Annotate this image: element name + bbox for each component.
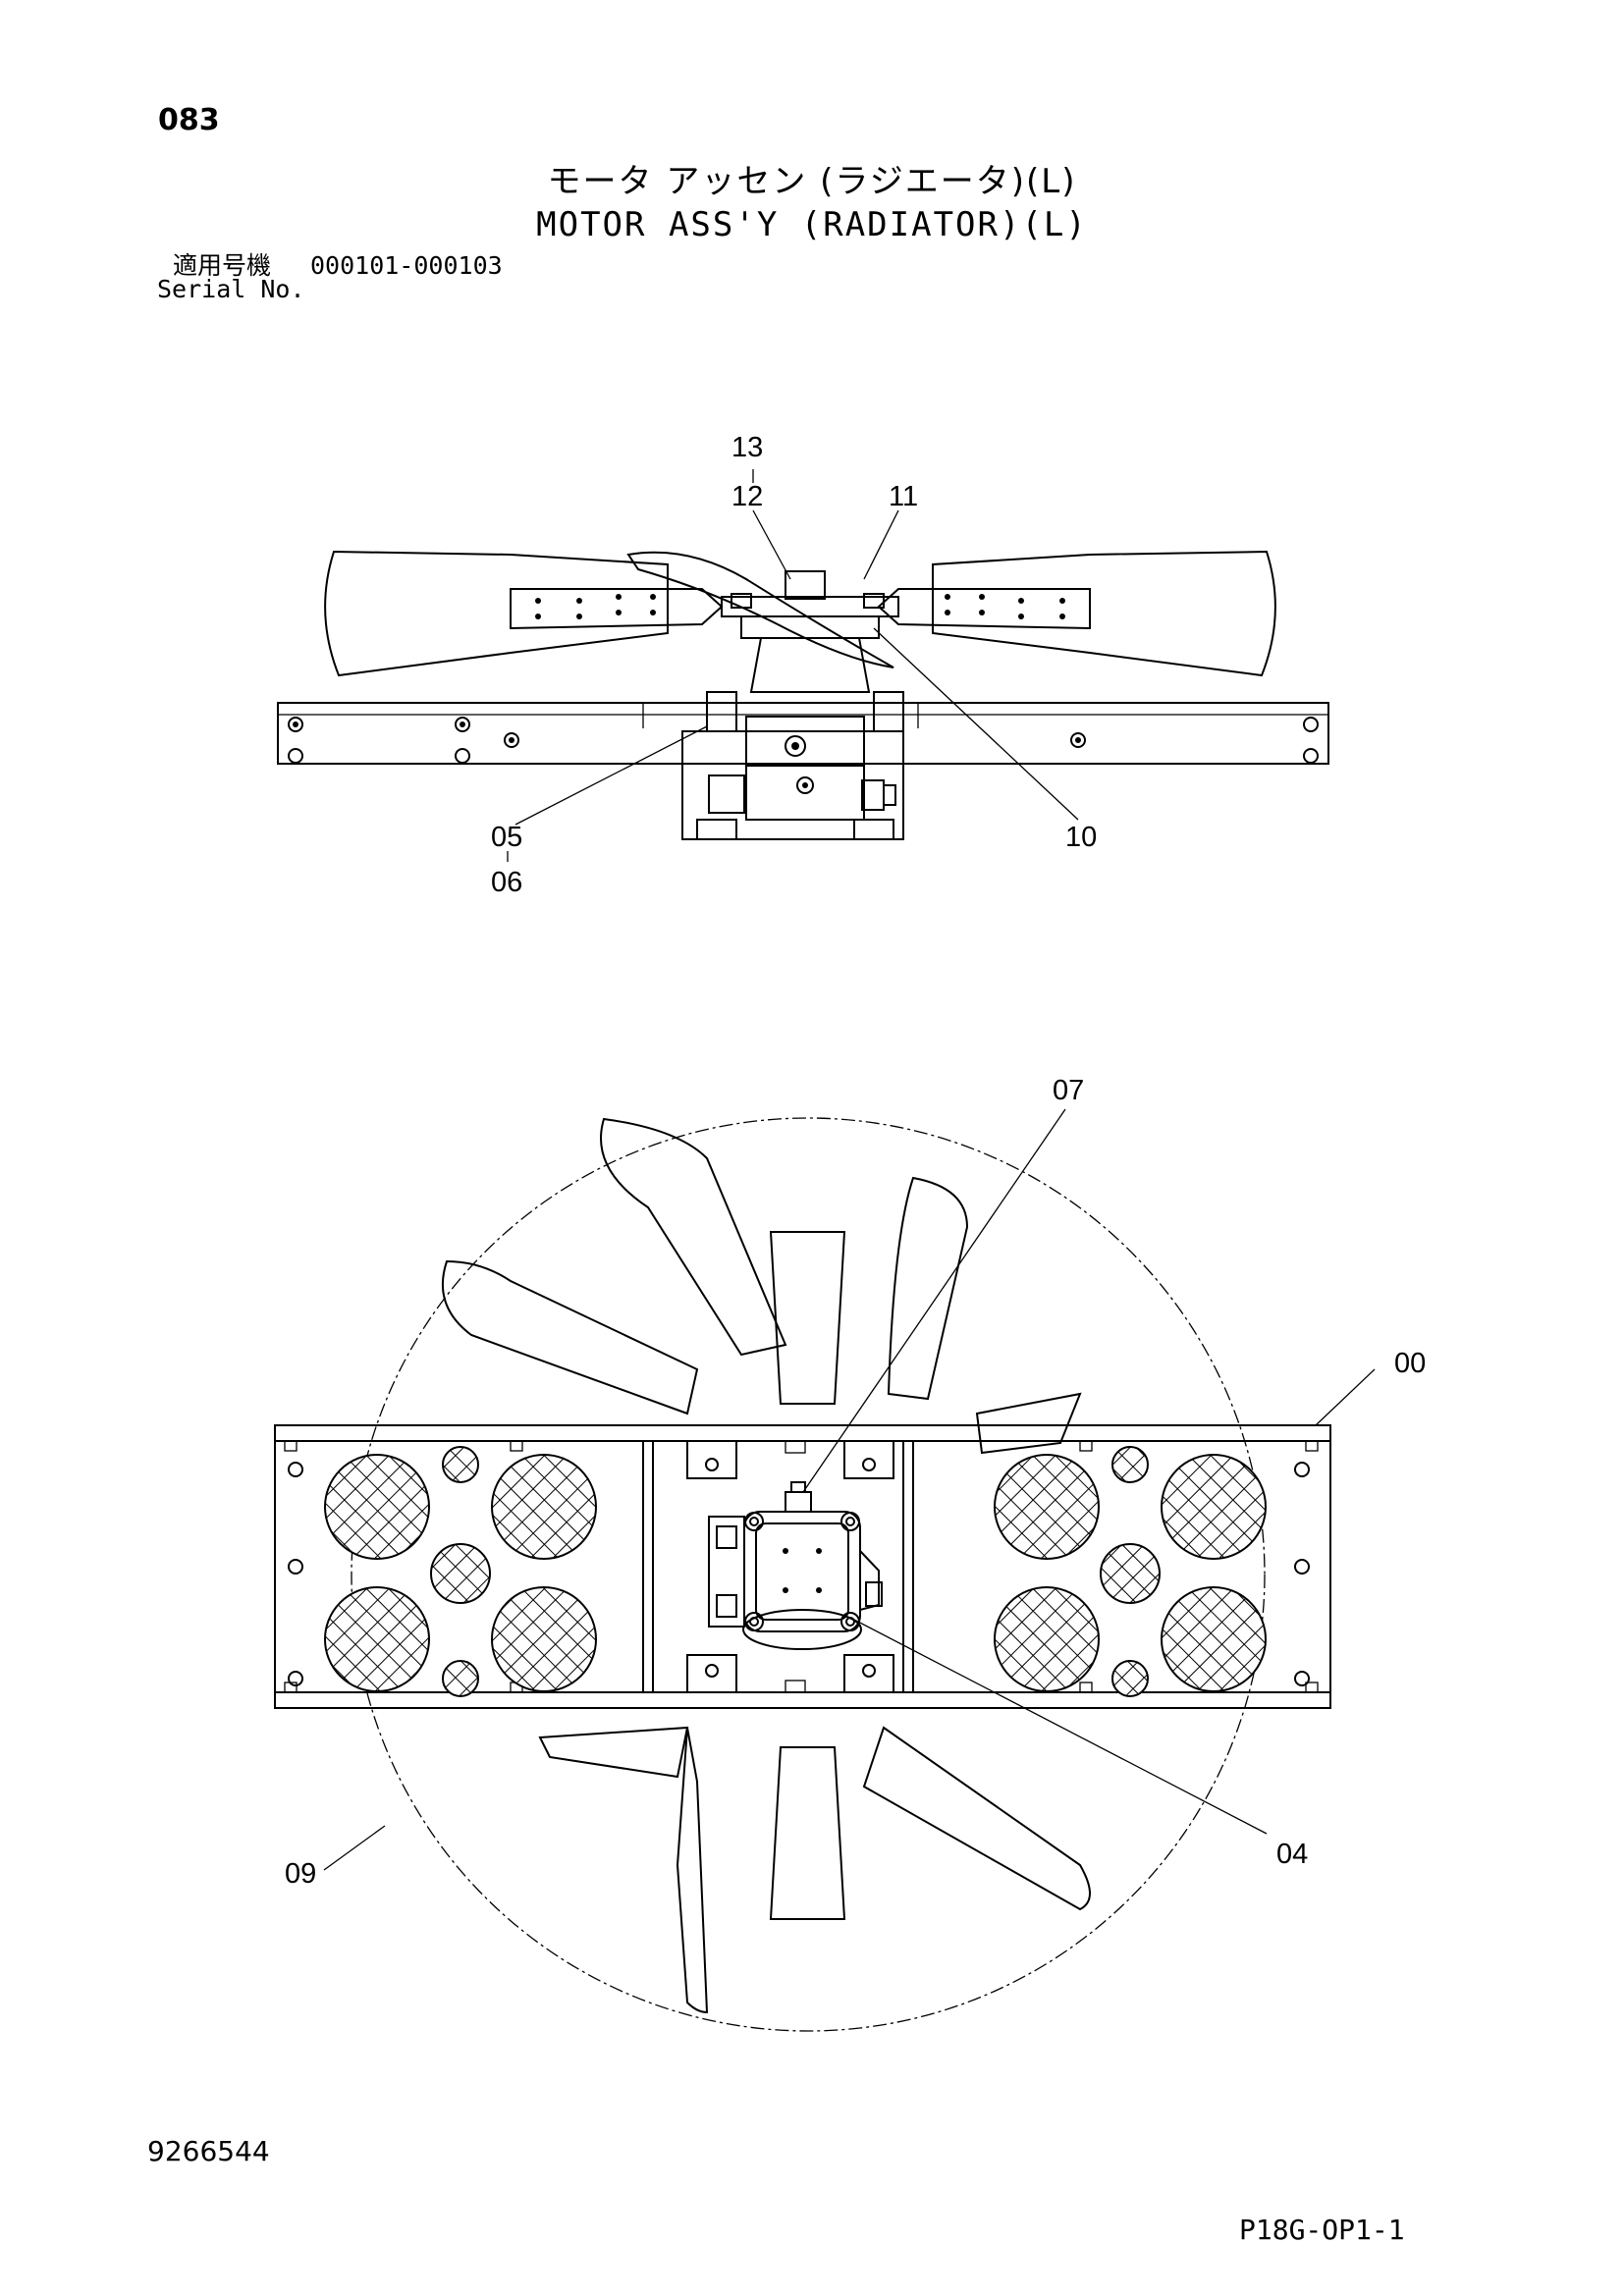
callout-07: 07: [1053, 1075, 1084, 1106]
fan-blade-right: [877, 550, 1276, 677]
top-view-leaders: [323, 1108, 1376, 1871]
callout-04: 04: [1276, 1839, 1308, 1870]
callout-09: 09: [285, 1858, 316, 1890]
callout-11: 11: [889, 481, 918, 512]
fan-hub: [721, 570, 899, 693]
callout-05: 05: [491, 822, 522, 853]
document-number: 9266544: [147, 2135, 270, 2167]
title-english: MOTOR ASS'Y (RADIATOR)(L): [536, 205, 1088, 244]
side-view: [277, 550, 1329, 840]
fan-sweep-circle: [351, 1117, 1266, 2032]
serial-range: 000101-000103: [310, 251, 503, 280]
hydraulic-motor-top: [708, 1481, 883, 1650]
side-view-leaders: [507, 469, 1079, 862]
fan-blades-top: [441, 1117, 1091, 2014]
title-japanese: モータ アッセン (ラジエータ)(L): [547, 162, 1077, 201]
motor-block-side: [681, 691, 904, 840]
sheet-code: P18G-OP1-1: [1239, 2214, 1405, 2246]
serial-label-english: Serial No.: [157, 275, 305, 303]
callout-10: 10: [1065, 822, 1097, 853]
page-number: 083: [158, 103, 220, 137]
mesh-guards-right: [994, 1446, 1267, 1697]
fan-blade-center: [626, 551, 894, 668]
fan-blade-left: [324, 550, 724, 677]
callout-06: 06: [491, 867, 522, 898]
top-view: [274, 1117, 1331, 2032]
callout-00: 00: [1394, 1348, 1426, 1379]
support-frame-side: [277, 702, 1329, 765]
callout-13: 13: [731, 432, 763, 463]
mesh-guards-left: [324, 1446, 597, 1697]
callout-12: 12: [731, 481, 763, 512]
serial-label-japanese: 適用号機: [173, 251, 272, 280]
